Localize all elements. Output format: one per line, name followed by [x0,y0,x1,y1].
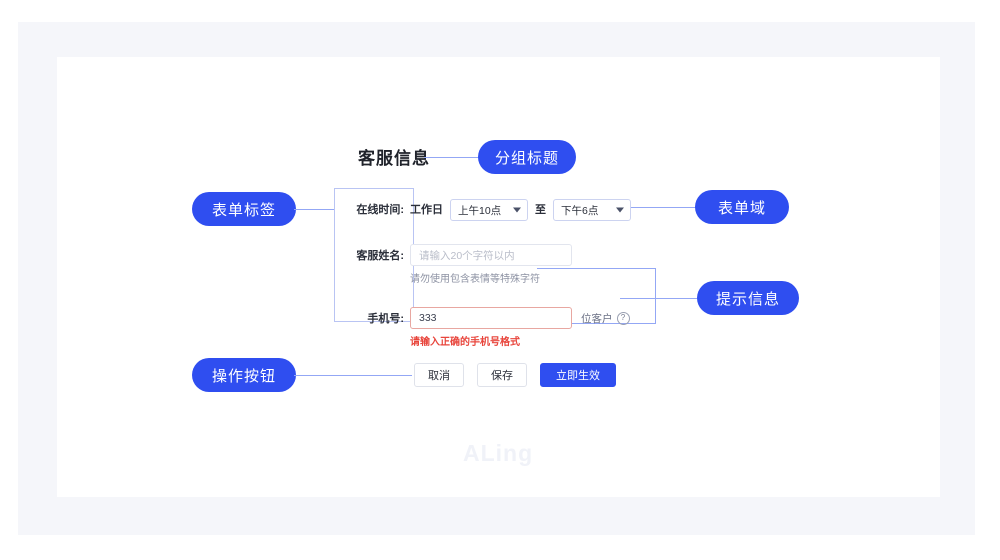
connector-hint-out [655,298,697,299]
phone-error-text: 请输入正确的手机号格式 [410,337,520,348]
connector-hint-suffix [620,298,656,299]
annotation-hint-info: 提示信息 [697,281,799,315]
watermark-text: ALing [463,440,534,466]
form-row-agent-name: 客服姓名: 请输入20个字符以内 请勿使用包含表情等特殊字符 [334,244,664,285]
annotation-hint-info-text: 提示信息 [715,290,780,308]
annotation-form-label-text: 表单标签 [211,201,276,219]
question-circle-icon[interactable]: ? [616,311,630,325]
annotation-group-title: 分组标题 [478,140,576,174]
time-separator: 至 [535,204,546,216]
label-agent-name: 客服姓名: [356,250,404,262]
annotation-action-buttons: 操作按钮 [192,358,296,392]
apply-button[interactable]: 立即生效 [540,363,616,387]
design-canvas [57,57,940,497]
control-online-time: 工作日 上午10点 至 下午6点 [410,198,664,222]
select-start-time[interactable]: 上午10点 [450,199,528,221]
workday-text: 工作日 [410,204,443,216]
select-start-time-value: 上午10点 [458,204,502,217]
chevron-down-icon [616,207,624,213]
annotation-form-label: 表单标签 [192,192,296,226]
phone-suffix-text: 位客户 [581,312,613,325]
select-end-time[interactable]: 下午6点 [553,199,631,221]
save-button[interactable]: 保存 [477,363,527,387]
phone-input[interactable]: 333 [410,307,572,329]
label-phone: 手机号: [367,313,404,325]
phone-suffix: 位客户 ? [581,311,630,326]
connector-hint-bottom [532,323,655,324]
connector-form-field [617,207,697,208]
agent-name-input[interactable]: 请输入20个字符以内 [410,244,572,266]
connector-hint-top [537,268,655,269]
cancel-button[interactable]: 取消 [414,363,464,387]
connector-form-label [294,209,334,210]
control-phone: 333 位客户 ? 请输入正确的手机号格式 [410,307,664,348]
annotation-action-buttons-text: 操作按钮 [211,367,276,385]
customer-service-form: 在线时间: 工作日 上午10点 至 下午6点 客服姓名: [334,188,664,348]
watermark: ALing [455,436,534,467]
connector-group-title [424,157,480,158]
form-row-online-time: 在线时间: 工作日 上午10点 至 下午6点 [334,198,664,222]
annotation-group-title-label: 分组标题 [494,149,559,167]
label-online-time: 在线时间: [356,204,404,216]
chevron-down-icon [513,207,521,213]
form-action-bar: 取消 保存 立即生效 [414,363,616,387]
annotation-form-field: 表单域 [695,190,789,224]
connector-hint-vertical [655,268,656,324]
select-end-time-value: 下午6点 [561,204,599,217]
group-heading: 客服信息 [358,149,430,168]
annotation-form-field-text: 表单域 [717,199,766,217]
agent-name-helper-text: 请勿使用包含表情等特殊字符 [410,274,540,285]
connector-action-buttons [294,375,412,376]
form-row-phone: 手机号: 333 位客户 ? 请输入正确的手机号格式 [334,307,664,348]
control-agent-name: 请输入20个字符以内 请勿使用包含表情等特殊字符 [410,244,664,285]
